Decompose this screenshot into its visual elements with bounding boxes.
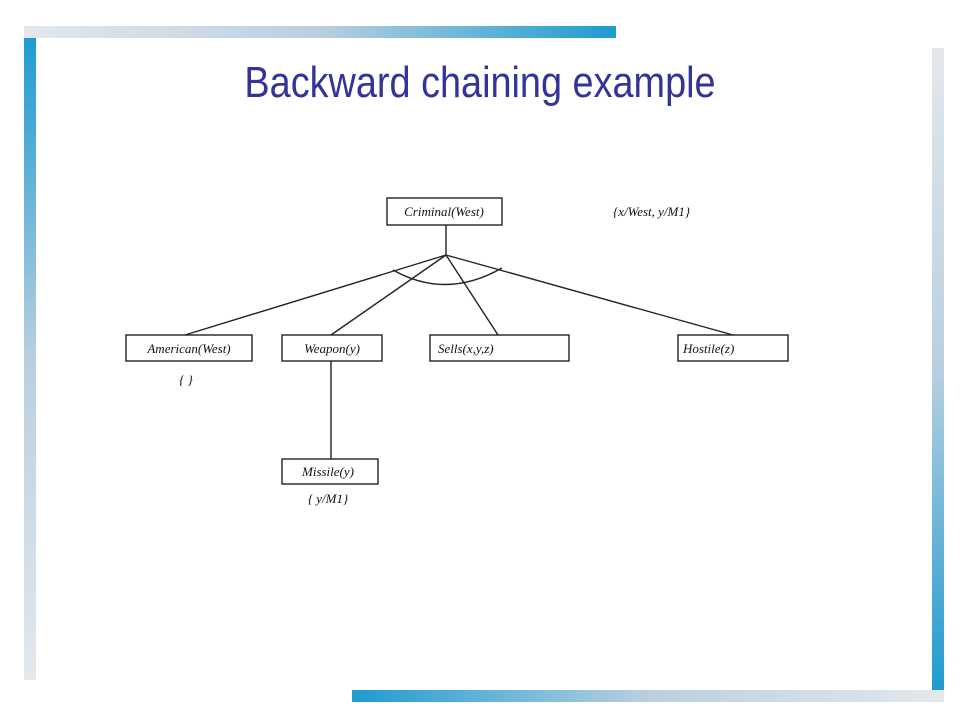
node-criminal-west-label: Criminal(West): [404, 204, 484, 219]
node-criminal-west: Criminal(West): [386, 197, 503, 226]
edge-to-hostile: [445, 254, 734, 336]
node-hostile-z: Hostile(z): [677, 334, 789, 362]
decorative-bar-bottom: [352, 690, 944, 702]
node-weapon-y-label: Weapon(y): [304, 341, 360, 356]
node-missile-y: Missile(y): [281, 458, 379, 485]
slide-title: Backward chaining example: [244, 58, 716, 107]
node-sells-xyz-label: Sells(x,y,z): [438, 341, 494, 356]
node-sells-xyz: Sells(x,y,z): [429, 334, 570, 362]
decorative-bar-right: [932, 48, 944, 690]
missile-substitution: { y/M1}: [308, 491, 349, 506]
decorative-bar-left: [24, 38, 36, 680]
edge-to-sells: [445, 254, 499, 336]
edge-to-weapon: [330, 254, 447, 336]
decorative-bar-top: [24, 26, 616, 38]
node-american-west: American(West): [125, 334, 253, 362]
node-missile-y-label: Missile(y): [301, 464, 354, 479]
node-american-west-label: American(West): [146, 341, 230, 356]
root-substitution: {x/West, y/M1}: [613, 204, 691, 219]
node-weapon-y: Weapon(y): [281, 334, 383, 362]
edge-to-american: [184, 254, 447, 336]
american-substitution: { }: [179, 372, 193, 387]
node-hostile-z-label: Hostile(z): [682, 341, 734, 356]
conjunction-arc: [392, 267, 503, 286]
